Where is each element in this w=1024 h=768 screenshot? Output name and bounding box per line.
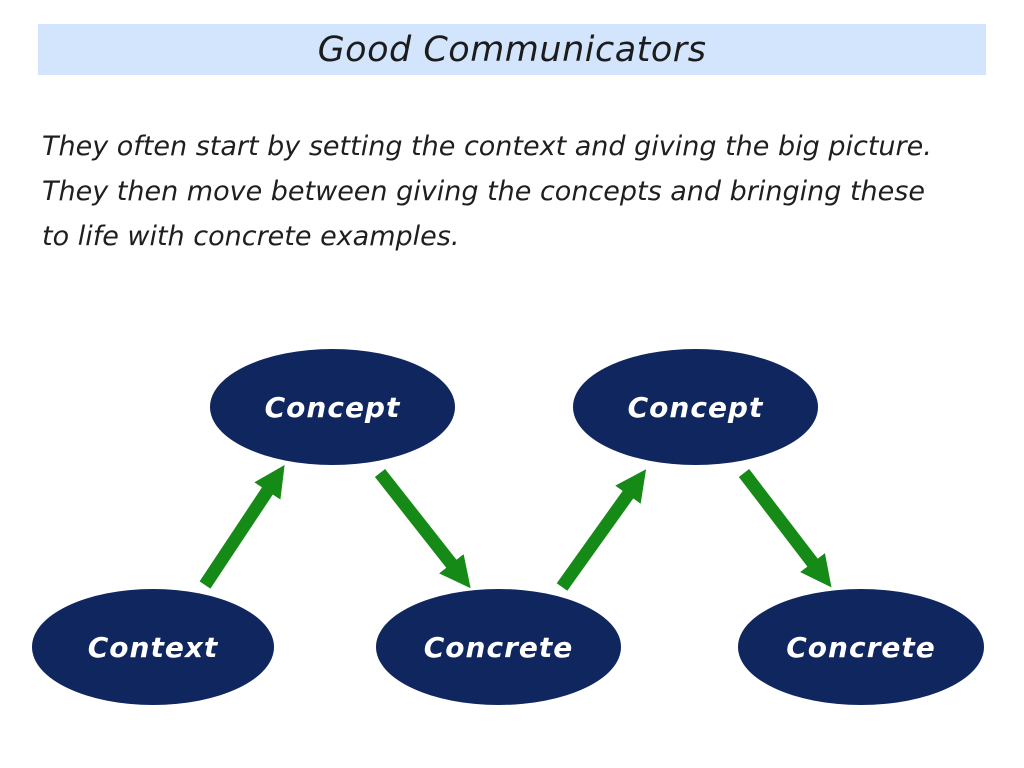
node-concrete-bottom-right: Concrete	[738, 589, 984, 705]
title-band: Good Communicators	[38, 24, 986, 75]
node-label: Concrete	[786, 630, 936, 664]
node-concept-top-left: Concept	[210, 349, 455, 465]
arrow-concept-to-concrete-right	[738, 469, 832, 588]
body-text-line: to life with concrete examples.	[42, 221, 460, 252]
node-label: Concept	[264, 390, 401, 424]
body-text-line: They often start by setting the context …	[42, 131, 932, 162]
node-label: Concrete	[423, 630, 574, 664]
arrow-context-to-concept	[199, 465, 285, 589]
body-text: They often start by setting the context …	[42, 124, 992, 259]
node-concrete-bottom-middle: Concrete	[376, 589, 621, 705]
page-title: Good Communicators	[317, 29, 707, 70]
node-concept-top-right: Concept	[573, 349, 818, 465]
node-label: Concept	[627, 390, 764, 424]
arrow-concept-to-concrete-middle	[374, 468, 471, 589]
arrow-concrete-middle-to-concept	[556, 469, 647, 591]
node-label: Context	[87, 630, 219, 664]
node-context-bottom-left: Context	[32, 589, 274, 705]
body-text-line: They then move between giving the concep…	[42, 176, 925, 207]
